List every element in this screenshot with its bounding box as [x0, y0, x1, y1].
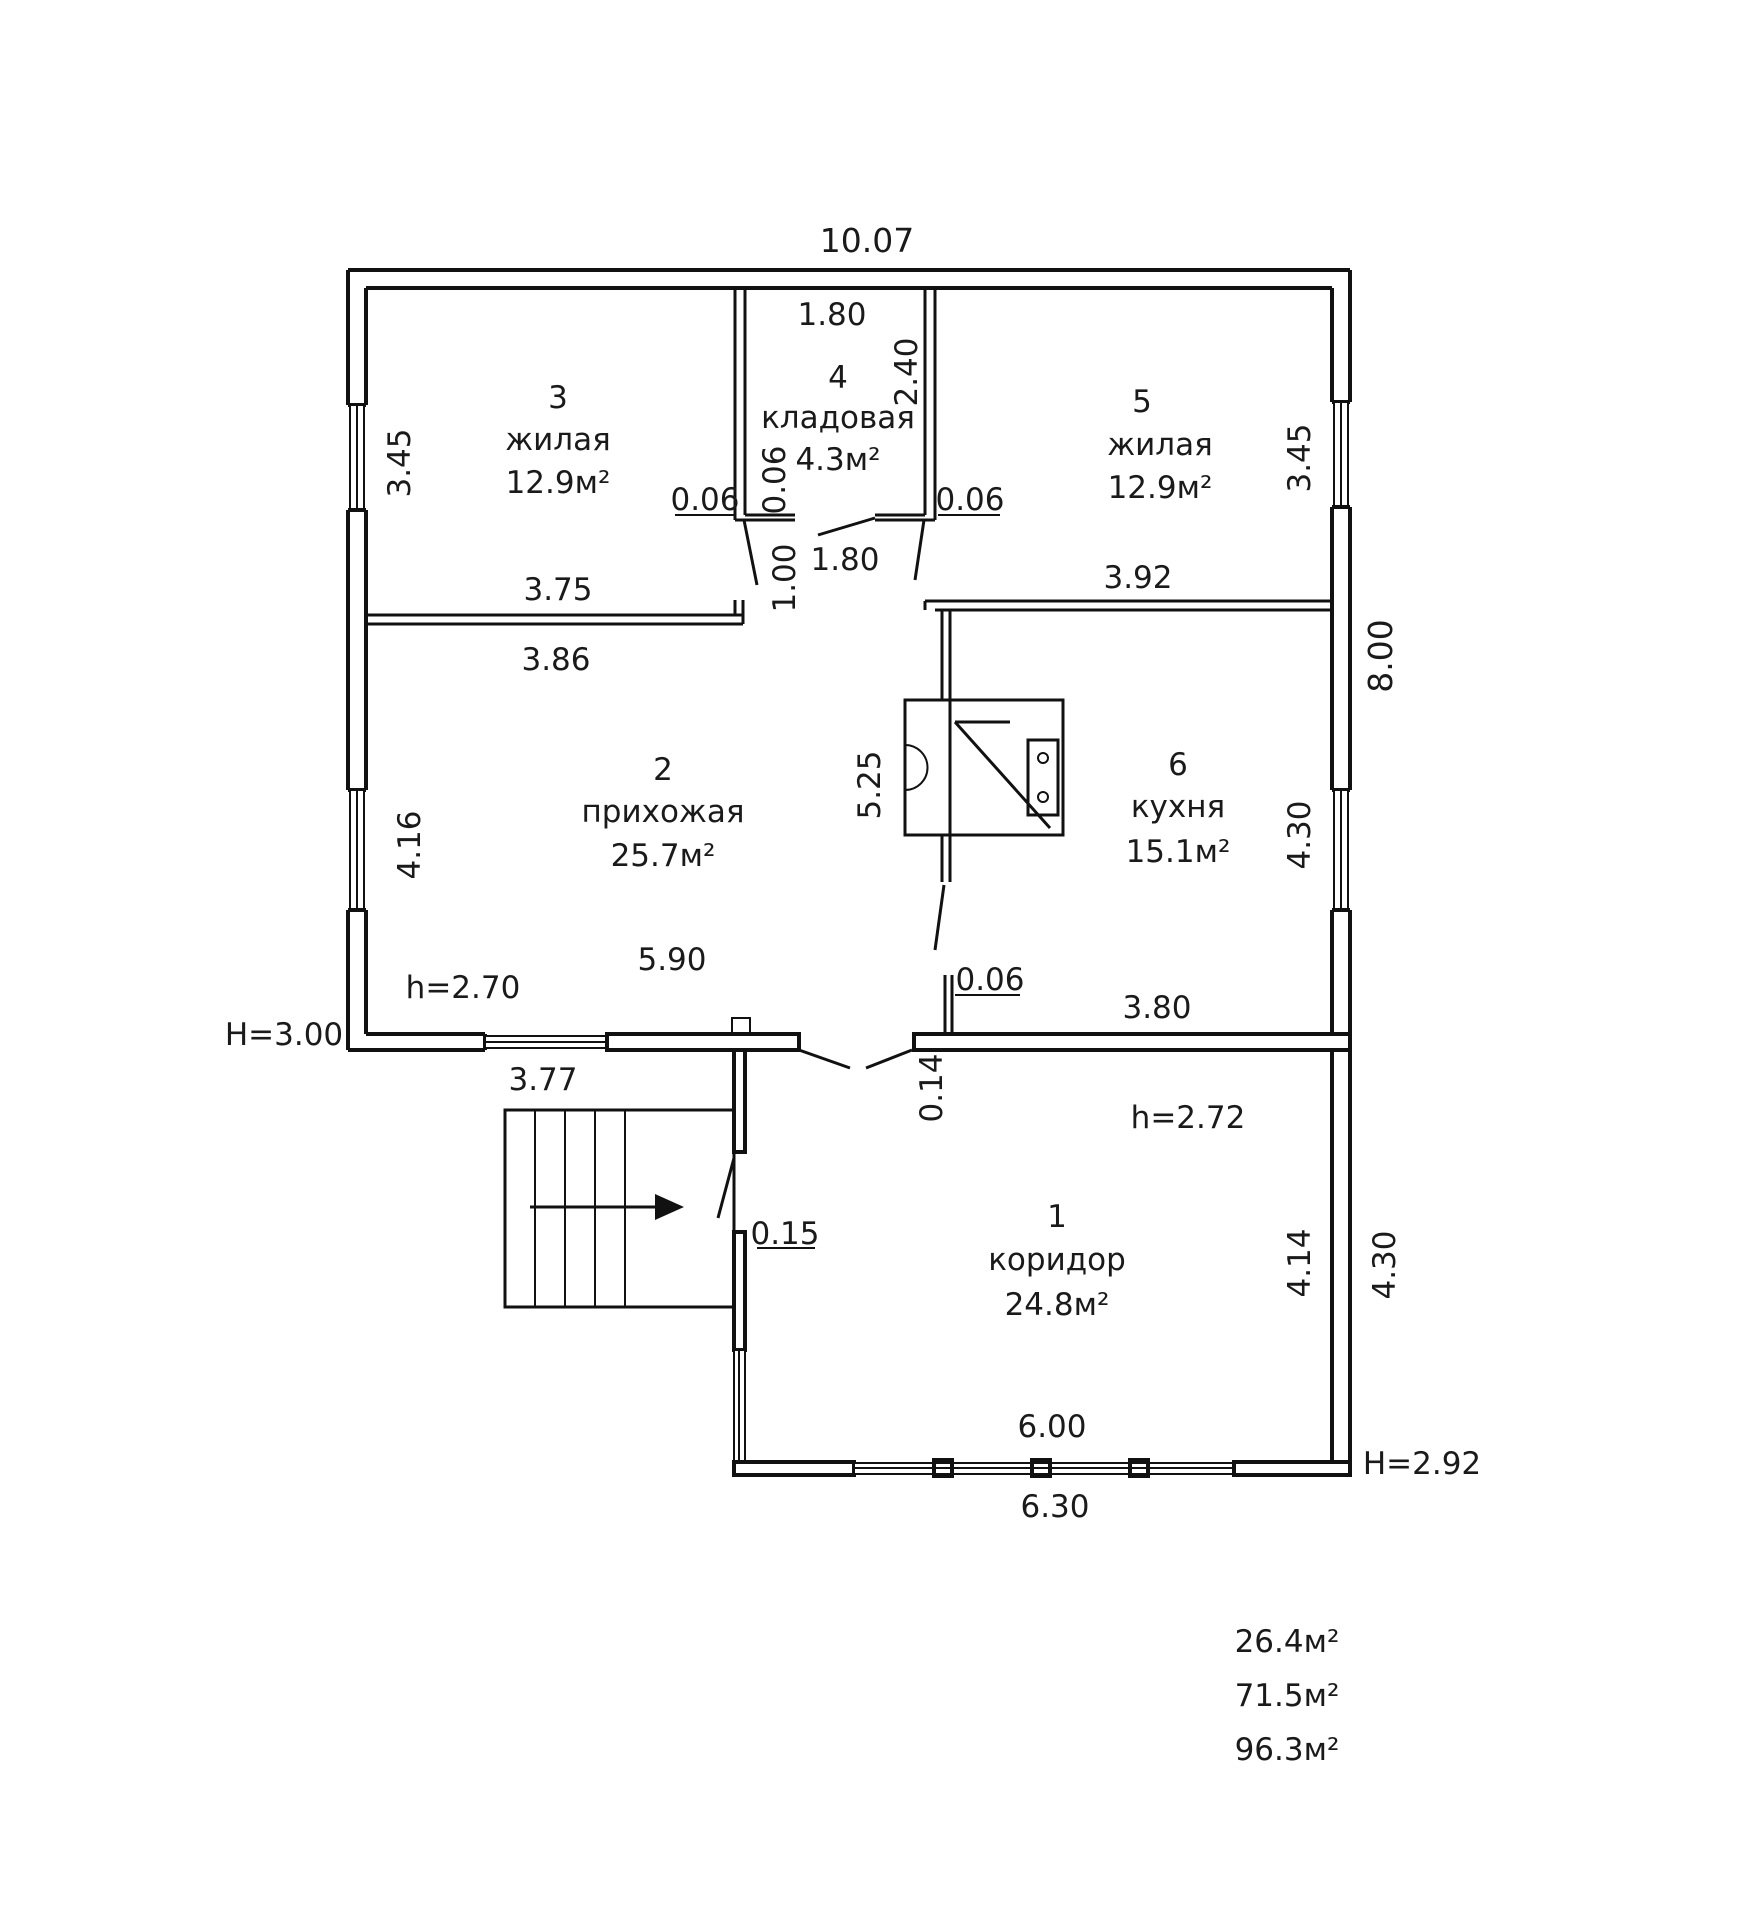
ceiling-height-main: h=2.70: [406, 970, 521, 1006]
room-4-area: 4.3м²: [795, 442, 880, 478]
room-5-area: 12.9м²: [1108, 470, 1213, 506]
height-main-outer: H=3.00: [225, 1017, 343, 1053]
dim-1-80-bottom: 1.80: [810, 542, 879, 578]
dim-5-90: 5.90: [637, 942, 706, 978]
room-6-area: 15.1м²: [1126, 834, 1231, 870]
door-kitchen: [933, 884, 946, 951]
dim-4-30-kitchen: 4.30: [1282, 800, 1318, 869]
post: [731, 1017, 751, 1035]
room-3-name: жилая: [505, 422, 611, 458]
dim-4-14: 4.14: [1282, 1228, 1318, 1297]
partitions: [366, 288, 1332, 1034]
room-2-name: прихожая: [582, 794, 745, 830]
stove-arc: [904, 744, 929, 791]
stove-burners: [1026, 738, 1060, 817]
wall-bottom-mid: [605, 1032, 801, 1052]
door-entry: [716, 1157, 736, 1219]
dim-3-80: 3.80: [1122, 990, 1191, 1026]
dim-3-86: 3.86: [521, 642, 590, 678]
room-1-area: 24.8м²: [1005, 1287, 1110, 1323]
total-area-2: 71.5м²: [1235, 1678, 1340, 1714]
wall-bottom-right: [912, 1032, 1352, 1052]
stove: [903, 698, 1065, 837]
mullion-1: [932, 1458, 954, 1478]
dimension-leaders: [675, 514, 1020, 1249]
corridor-wall-left-bot: [732, 1230, 747, 1352]
door-room-3: [742, 519, 759, 586]
dim-6-00: 6.00: [1017, 1409, 1086, 1445]
door-storage: [817, 516, 876, 537]
dim-0-06-vertical: 0.06: [757, 445, 793, 514]
dim-3-45-right: 3.45: [1282, 423, 1318, 492]
dim-3-75: 3.75: [523, 572, 592, 608]
corridor-wall-bottom-left: [732, 1460, 856, 1477]
dim-3-92: 3.92: [1103, 560, 1172, 596]
ceiling-height-corridor: h=2.72: [1131, 1100, 1246, 1136]
dim-0-06-b: 0.06: [935, 482, 1004, 518]
stairs-outline: [503, 1108, 736, 1309]
labels: 10.07 3 жилая 12.9м² 1.80 4 кладовая 4.3…: [225, 221, 1481, 1768]
total-area-1: 26.4м²: [1235, 1624, 1340, 1660]
corridor-wall-bottom-right: [1232, 1460, 1352, 1477]
room-4-number: 4: [828, 360, 848, 396]
stairs-arrow-head: [655, 1194, 684, 1220]
dim-5-25: 5.25: [852, 750, 888, 819]
dim-0-06-a: 0.06: [670, 482, 739, 518]
room-1-number: 1: [1047, 1199, 1067, 1235]
dim-0-14: 0.14: [914, 1053, 950, 1122]
door-room-5: [913, 519, 926, 581]
door-main-entry: [798, 1048, 851, 1070]
height-corridor-outer: H=2.92: [1363, 1446, 1481, 1482]
room-6-name: кухня: [1131, 789, 1225, 825]
room-3-area: 12.9м²: [506, 465, 611, 501]
dim-1-00: 1.00: [767, 543, 803, 612]
door-main-entry-2: [865, 1048, 913, 1070]
dim-6-30: 6.30: [1020, 1489, 1089, 1525]
dim-0-15: 0.15: [750, 1216, 819, 1252]
room-6-number: 6: [1168, 747, 1188, 783]
dim-4-16: 4.16: [392, 810, 428, 879]
stove-diagonal: [953, 720, 1052, 830]
entrance-stairs: [503, 1108, 736, 1309]
dim-3-77: 3.77: [508, 1062, 577, 1098]
room-2-number: 2: [653, 752, 673, 788]
corridor-walls: [716, 1048, 1352, 1478]
corridor-wall-left-top: [732, 1048, 747, 1154]
room-1-name: коридор: [988, 1242, 1126, 1278]
dim-2-40: 2.40: [889, 337, 925, 406]
room-3-number: 3: [548, 380, 568, 416]
total-area-3: 96.3м²: [1235, 1732, 1340, 1768]
room-4-name: кладовая: [761, 400, 915, 436]
burner-2: [1037, 791, 1049, 803]
burner-1: [1037, 752, 1049, 764]
room-5-name: жилая: [1107, 427, 1213, 463]
dim-overall-depth: 8.00: [1361, 619, 1400, 692]
dim-1-80-top: 1.80: [797, 297, 866, 333]
mullion-2: [1030, 1458, 1052, 1478]
dim-overall-width: 10.07: [820, 221, 914, 260]
room-5-number: 5: [1132, 384, 1152, 420]
dim-0-06-c: 0.06: [955, 962, 1024, 998]
mullion-3: [1128, 1458, 1150, 1478]
outer-walls: [346, 268, 1352, 1070]
dim-3-45-left: 3.45: [382, 428, 418, 497]
room-2-area: 25.7м²: [611, 838, 716, 874]
dim-4-30-right: 4.30: [1367, 1230, 1403, 1299]
